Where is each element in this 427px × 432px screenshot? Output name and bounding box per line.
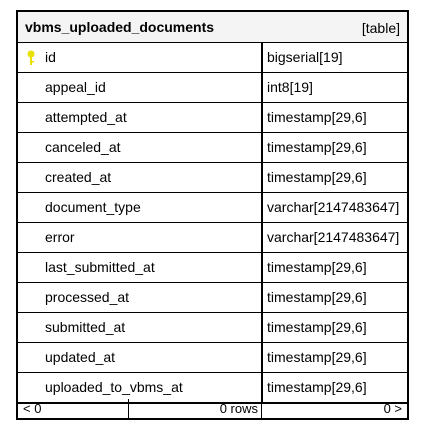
table-name: vbms_uploaded_documents (25, 19, 215, 35)
column-row: created_at timestamp[29,6] (18, 163, 407, 193)
column-divider (261, 283, 263, 312)
column-divider (261, 223, 263, 252)
column-row: attempted_at timestamp[29,6] (18, 103, 407, 133)
column-type: timestamp[29,6] (267, 169, 367, 185)
column-divider (261, 373, 263, 402)
footer-divider (128, 399, 129, 420)
column-name: error (45, 229, 75, 245)
column-divider (261, 133, 263, 162)
column-divider (261, 253, 263, 282)
column-name: uploaded_to_vbms_at (45, 379, 183, 395)
next-page-button[interactable]: 0 > (383, 401, 402, 416)
column-type: int8[19] (267, 79, 313, 95)
column-type: timestamp[29,6] (267, 289, 367, 305)
column-type: timestamp[29,6] (267, 319, 367, 335)
column-name: id (45, 49, 56, 65)
column-row: document_type varchar[2147483647] (18, 193, 407, 223)
key-icon (27, 50, 35, 65)
column-name: canceled_at (45, 139, 121, 155)
column-name: submitted_at (45, 319, 126, 335)
column-row: appeal_id int8[19] (18, 73, 407, 103)
column-name: last_submitted_at (45, 259, 155, 275)
column-name: attempted_at (45, 109, 127, 125)
column-row: processed_at timestamp[29,6] (18, 283, 407, 313)
column-row: uploaded_to_vbms_at timestamp[29,6] (18, 373, 407, 404)
column-type: varchar[2147483647] (267, 199, 400, 215)
entity-header: vbms_uploaded_documents [table] (18, 12, 407, 43)
column-type: varchar[2147483647] (267, 229, 400, 245)
column-type: timestamp[29,6] (267, 259, 367, 275)
column-row: submitted_at timestamp[29,6] (18, 313, 407, 343)
column-name: created_at (45, 169, 112, 185)
column-row: updated_at timestamp[29,6] (18, 343, 407, 373)
prev-page-button[interactable]: < 0 (23, 401, 42, 416)
column-divider (261, 313, 263, 342)
column-divider (261, 193, 263, 222)
column-row: error varchar[2147483647] (18, 223, 407, 253)
table-kind-label: [table] (361, 20, 400, 36)
column-type: timestamp[29,6] (267, 109, 367, 125)
column-type: timestamp[29,6] (267, 139, 367, 155)
column-name: appeal_id (45, 79, 106, 95)
column-divider (261, 343, 263, 372)
pagination-footer: < 0 0 rows 0 > (18, 399, 407, 420)
column-type: timestamp[29,6] (267, 379, 367, 395)
row-count: 0 rows (219, 401, 258, 416)
column-row: canceled_at timestamp[29,6] (18, 133, 407, 163)
column-name: updated_at (45, 349, 116, 365)
column-divider (261, 73, 263, 102)
column-row: id bigserial[19] (18, 43, 407, 73)
entity-box: vbms_uploaded_documents [table] id bigse… (16, 10, 409, 420)
column-row: last_submitted_at timestamp[29,6] (18, 253, 407, 283)
column-name: processed_at (45, 289, 130, 305)
column-type: timestamp[29,6] (267, 349, 367, 365)
column-type: bigserial[19] (267, 49, 343, 65)
column-divider (261, 43, 263, 72)
column-divider (261, 163, 263, 192)
column-divider (261, 103, 263, 132)
column-name: document_type (45, 199, 141, 215)
column-list: id bigserial[19] appeal_id int8[19] atte… (18, 43, 407, 404)
footer-divider (261, 399, 262, 420)
